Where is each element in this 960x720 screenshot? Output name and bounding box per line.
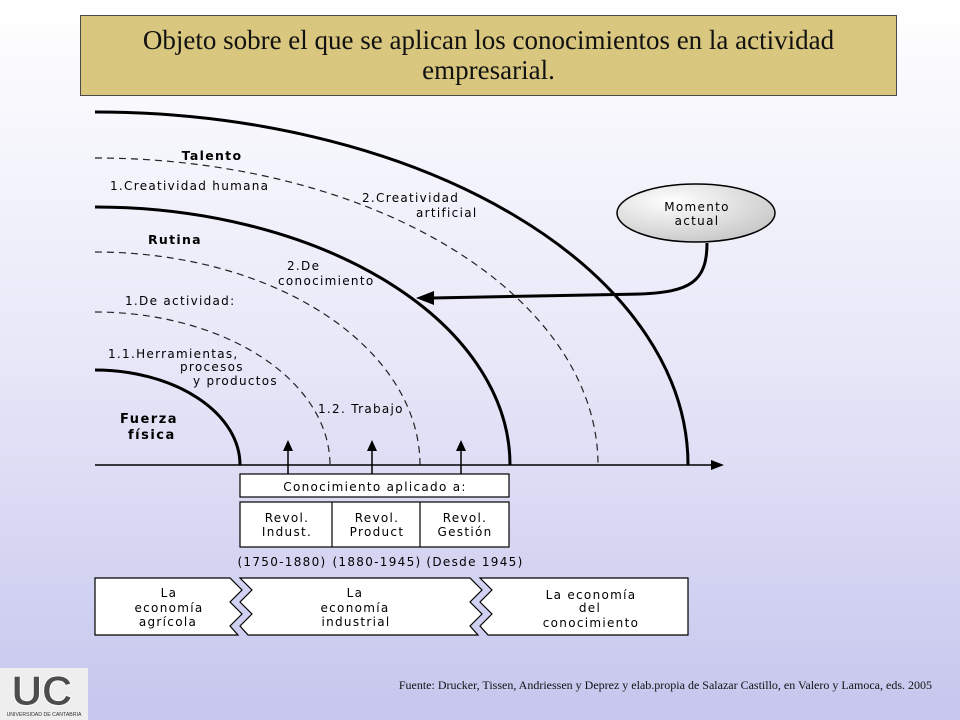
momento-actual-arrowhead: [416, 291, 434, 305]
revolution-gestion-line2: Gestión: [437, 525, 492, 539]
creatividad-artificial-label-line1: 2.Creatividad: [362, 191, 459, 205]
momento-actual-arrow: [431, 242, 709, 300]
economy-conocimiento-line3: conocimiento: [543, 616, 639, 630]
momento-actual-line1: Momento: [664, 200, 730, 214]
revolution-industrial-line1: Revol.: [265, 511, 310, 525]
economy-agricola-shape: [94, 577, 243, 636]
arc-de-actividad: [94, 251, 421, 466]
applied-knowledge-label: Conocimiento aplicado a:: [283, 480, 466, 494]
arc-fuerza-fisica: [94, 368, 242, 466]
period-productividad: (1880-1945): [332, 555, 421, 569]
period-gestion: (Desde 1945): [426, 555, 523, 569]
time-axis-arrowhead: [711, 460, 724, 470]
rutina-label: Rutina: [148, 232, 202, 247]
fuerza-fisica-label-line1: Fuerza: [120, 412, 178, 427]
economy-agricola-line1: La: [161, 586, 178, 600]
university-logo-letters: UC: [12, 667, 73, 714]
trabajo-label: 1.2. Trabajo: [318, 402, 404, 416]
de-conocimiento-label-line2: conocimiento: [278, 274, 374, 288]
revolution-productividad-line2: Product: [350, 525, 405, 539]
de-conocimiento-label-line1: 2.De: [287, 259, 320, 273]
source-citation: Fuente: Drucker, Tissen, Andriessen y De…: [398, 678, 932, 692]
creatividad-artificial-label-line2: artificial: [416, 206, 478, 220]
economy-conocimiento-line1: La economía: [546, 588, 637, 602]
slide-title-box: Objeto sobre el que se aplican los conoc…: [80, 15, 897, 96]
economy-agricola-line3: agrícola: [139, 615, 197, 629]
momento-actual-line2: actual: [675, 214, 720, 228]
economy-industrial-line2: economía: [320, 601, 389, 615]
economy-conocimiento-line2: del: [579, 601, 601, 615]
talento-label: Talento: [182, 148, 243, 163]
revolution-gestion-line1: Revol.: [443, 511, 488, 525]
creatividad-humana-label: 1.Creatividad humana: [110, 179, 269, 193]
economy-conocimiento-shape: [478, 577, 689, 636]
university-logo-background: [0, 668, 88, 720]
herramientas-label-line2: procesos: [180, 360, 244, 374]
economy-agricola-line2: economía: [134, 601, 203, 615]
revolution-industrial-line2: Indust.: [262, 525, 312, 539]
up-arrow-gestion-head: [456, 440, 466, 451]
arc-trabajo: [94, 311, 331, 466]
momento-actual-oval: [616, 183, 776, 243]
herramientas-label-line1: 1.1.Herramientas,: [108, 347, 239, 361]
herramientas-label-line3: y productos: [193, 374, 278, 388]
period-industrial: (1750-1880): [237, 555, 326, 569]
economy-industrial-line1: La: [347, 586, 364, 600]
slide-title: Objeto sobre el que se aplican los conoc…: [142, 25, 835, 85]
economy-industrial-line3: industrial: [321, 615, 390, 629]
fuerza-fisica-label-line2: física: [128, 428, 176, 443]
revolutions-box: [239, 501, 510, 548]
economy-industrial-shape: [238, 577, 483, 636]
university-logo-name: UNIVERSIDAD DE CANTABRIA: [7, 712, 82, 718]
arc-talento: [94, 110, 690, 466]
arc-rutina: [94, 205, 512, 466]
up-arrow-industrial-head: [283, 440, 293, 451]
applied-knowledge-box: [239, 473, 510, 498]
de-actividad-label: 1.De actividad:: [125, 294, 235, 308]
revolution-productividad-line1: Revol.: [355, 511, 400, 525]
up-arrow-productividad-head: [367, 440, 377, 451]
university-logo: UC UNIVERSIDAD DE CANTABRIA: [0, 667, 88, 720]
